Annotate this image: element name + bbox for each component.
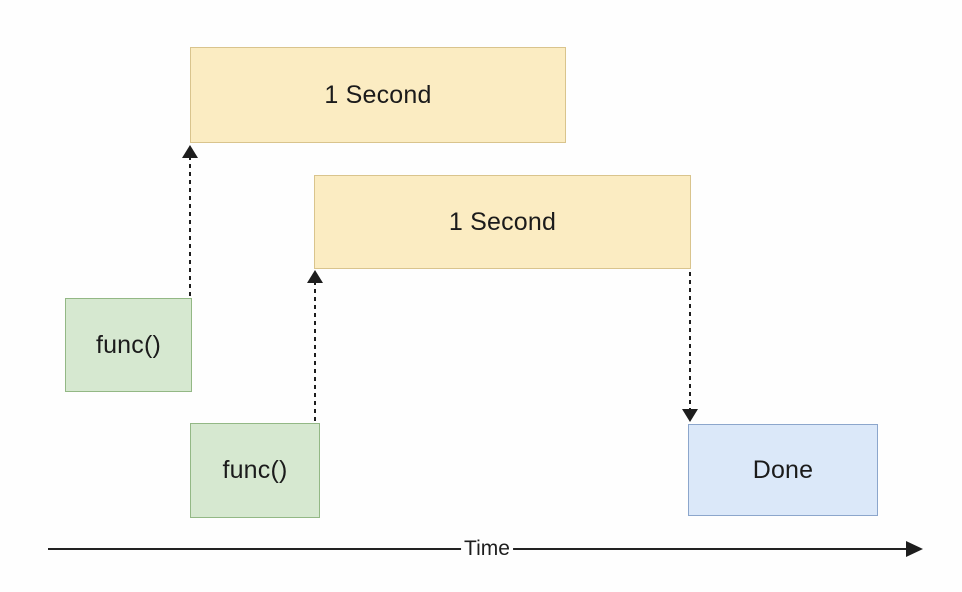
duration-bar-1: 1 Second: [190, 47, 566, 143]
dashed-line: [314, 281, 316, 422]
arrow-up-head-icon: [182, 145, 198, 158]
arrow-down-head-icon: [682, 409, 698, 422]
done-box-label: Done: [752, 455, 814, 484]
duration-bar-2-label: 1 Second: [448, 207, 557, 236]
duration-bar-1-label: 1 Second: [324, 80, 432, 109]
func-call-box-2-label: func(): [222, 456, 288, 484]
done-box: Done: [688, 424, 878, 516]
duration-bar-2: 1 Second: [314, 175, 691, 269]
arrow-right-head-icon: [906, 541, 923, 557]
dashed-line: [189, 156, 191, 298]
time-axis-label: Time: [461, 537, 513, 561]
func-call-box-1-label: func(): [95, 330, 162, 359]
arrow-up-head-icon: [307, 270, 323, 283]
func-call-box-1: func(): [65, 298, 192, 392]
dashed-line: [689, 272, 691, 410]
func-call-box-2: func(): [190, 423, 320, 518]
